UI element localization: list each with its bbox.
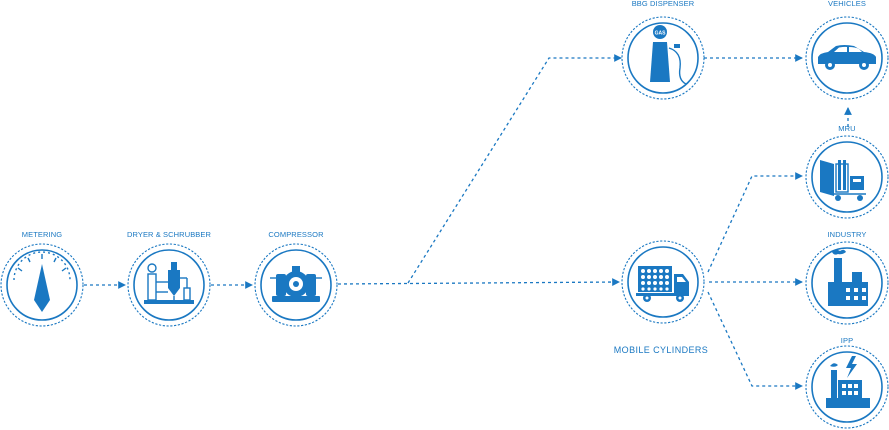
mobile-outer-ring <box>621 240 705 324</box>
gas-dispenser-icon: GAS <box>650 25 687 85</box>
car-icon <box>818 45 876 70</box>
mru-cart-icon <box>820 160 866 201</box>
compressor-icon <box>270 266 322 302</box>
compressor-label: COMPRESSOR <box>268 230 324 239</box>
vehicles-label: VEHICLES <box>828 0 866 8</box>
ipp-outer-ring <box>805 345 889 429</box>
compressor-outer-ring <box>254 243 338 327</box>
mru-outer-ring <box>805 135 889 219</box>
connectors <box>84 54 852 390</box>
cylinder-truck-icon <box>636 266 689 302</box>
mru-label: MRU <box>838 124 855 133</box>
factory-icon <box>828 249 868 306</box>
node-compressor: COMPRESSOR <box>254 230 338 327</box>
connector-mobile-ipp <box>707 291 803 390</box>
industry-label: INDUSTRY <box>828 230 867 239</box>
node-dispenser: BBG DISPENSER GAS <box>621 0 705 100</box>
dispenser-label: BBG DISPENSER <box>632 0 695 8</box>
metering-label: METERING <box>22 230 62 239</box>
node-mru: MRU <box>805 124 889 219</box>
node-ipp: IPP <box>805 336 889 429</box>
dryer-label: DRYER & SCHRUBBER <box>127 230 212 239</box>
connector-compressor-dispenser <box>407 54 622 284</box>
dispenser-outer-ring <box>621 16 705 100</box>
dryer-scrubber-plant-icon <box>144 262 194 304</box>
ipp-label: IPP <box>841 336 853 345</box>
node-mobile: MOBILE CYLINDERS <box>614 240 708 355</box>
dispenser-badge: GAS <box>655 31 667 37</box>
gauge-meter-icon <box>13 251 71 312</box>
dryer-outer-ring <box>127 243 211 327</box>
node-industry: INDUSTRY <box>805 230 889 325</box>
metering-outer-ring <box>0 243 84 327</box>
node-metering: METERING <box>0 230 84 327</box>
connector-mobile-mru <box>707 172 803 273</box>
node-dryer: DRYER & SCHRUBBER <box>127 230 212 327</box>
vehicles-outer-ring <box>805 16 889 100</box>
node-vehicles: VEHICLES <box>805 0 889 100</box>
power-plant-icon <box>826 356 870 408</box>
mobile-label: MOBILE CYLINDERS <box>614 345 708 355</box>
connector-compressor-mobile <box>337 278 620 286</box>
industry-outer-ring <box>805 241 889 325</box>
